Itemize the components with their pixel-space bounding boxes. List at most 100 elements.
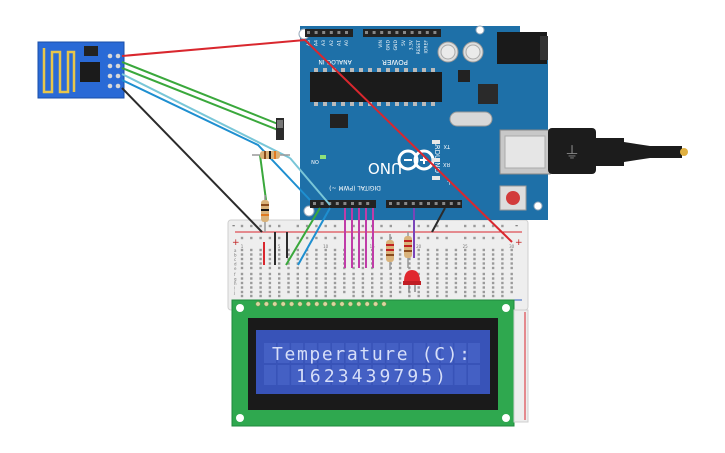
digital-header-right [386, 200, 462, 208]
board-led-label: TX [443, 143, 451, 149]
breadboard-hole [287, 290, 290, 294]
header-pin [425, 31, 429, 34]
breadboard-hole [389, 236, 392, 240]
power-pin-label: VIN [378, 40, 384, 48]
header-pin [404, 202, 408, 205]
lcd-pin [373, 301, 379, 307]
breadboard-hole [305, 236, 309, 240]
breadboard-hole [250, 224, 253, 228]
power-pin-label: 3.3V [408, 39, 414, 50]
breadboard-hole [445, 224, 448, 228]
breadboard-hole [240, 262, 244, 265]
breadboard-hole [491, 277, 495, 280]
breadboard-hole [250, 286, 253, 289]
header-pin [322, 31, 326, 34]
breadboard-hole [417, 294, 420, 298]
breadboard-hole [454, 272, 458, 276]
breadboard-hole [278, 224, 281, 228]
breadboard-hole [436, 253, 439, 256]
breadboard-hole [454, 262, 458, 265]
breadboard-hole [389, 290, 392, 294]
breadboard-hole [259, 277, 262, 280]
breadboard-hole [278, 266, 281, 270]
lcd-cell [386, 365, 399, 385]
breadboard-hole [259, 290, 262, 294]
mounting-hole [303, 205, 315, 217]
breadboard-hole [426, 253, 430, 256]
breadboard-hole [454, 248, 458, 252]
breadboard-hole [240, 294, 244, 298]
breadboard-hole [445, 286, 448, 289]
breadboard-hole [250, 266, 253, 270]
row-letter: j [233, 290, 235, 295]
breadboard-hole [259, 294, 262, 298]
breadboard-hole [315, 272, 318, 276]
esp-pin [107, 53, 113, 59]
breadboard-hole [250, 272, 253, 276]
breadboard-hole [296, 253, 299, 256]
breadboard-hole [380, 266, 383, 270]
breadboard-hole [296, 257, 299, 261]
header-pin [433, 31, 437, 34]
breadboard-hole [408, 266, 411, 270]
breadboard-hole [389, 224, 392, 228]
lcd-line-2: 1623439795) [296, 366, 446, 387]
breadboard-hole [445, 266, 448, 270]
column-number: 30 [509, 244, 515, 249]
lcd-cell [440, 365, 453, 385]
breadboard-hole [389, 277, 392, 280]
breadboard-hole [445, 248, 448, 252]
header-pin [365, 31, 368, 34]
breadboard-hole [352, 294, 355, 298]
chip-leg [431, 102, 435, 106]
lcd-cell [427, 343, 440, 363]
breadboard-hole [473, 224, 476, 228]
breadboard-hole [426, 272, 430, 276]
chip-leg [341, 68, 345, 72]
breadboard-hole [510, 262, 513, 265]
breadboard-hole [240, 257, 244, 261]
breadboard-hole [426, 257, 430, 261]
breadboard-hole [343, 286, 346, 289]
breadboard-hole [436, 224, 439, 228]
breadboard-hole [398, 253, 402, 256]
breadboard-hole [333, 262, 337, 265]
breadboard-hole [361, 277, 365, 280]
breadboard-hole [417, 272, 420, 276]
breadboard-hole [268, 236, 272, 240]
breadboard-hole [491, 290, 495, 294]
breadboard-hole [445, 253, 448, 256]
digital-label: DIGITAL (PWM ~) [329, 184, 381, 191]
breadboard-hole [445, 257, 448, 261]
breadboard-hole [352, 248, 355, 252]
lcd-cell [277, 343, 290, 363]
header-pin [434, 202, 438, 205]
breadboard-hole [352, 281, 355, 285]
lcd-cell [264, 343, 276, 363]
breadboard-hole [278, 286, 281, 289]
wire-red-arduino-5v [304, 39, 513, 243]
breadboard-hole [296, 286, 299, 289]
breadboard-hole [510, 290, 513, 294]
breadboard-hole [315, 248, 318, 252]
lcd-cell [318, 365, 331, 385]
breadboard-hole [305, 272, 309, 276]
breadboard-hole [445, 236, 448, 240]
lcd-line-1: Temperature (C): [272, 344, 470, 365]
lcd-cell [359, 365, 372, 385]
breadboard-hole [352, 266, 355, 270]
breadboard-hole [473, 236, 476, 240]
breadboard-hole [445, 281, 448, 285]
breadboard-hole [343, 272, 346, 276]
breadboard-hole [352, 257, 355, 261]
lcd-cell [427, 365, 440, 385]
breadboard-hole [333, 272, 337, 276]
breadboard-hole [250, 236, 253, 240]
breadboard-hole [510, 277, 513, 280]
breadboard-hole [240, 253, 244, 256]
breadboard-hole [361, 290, 365, 294]
breadboard-hole [305, 281, 309, 285]
chip-leg [386, 102, 390, 106]
reset-button[interactable] [506, 191, 520, 205]
slide-switch[interactable] [276, 118, 284, 140]
